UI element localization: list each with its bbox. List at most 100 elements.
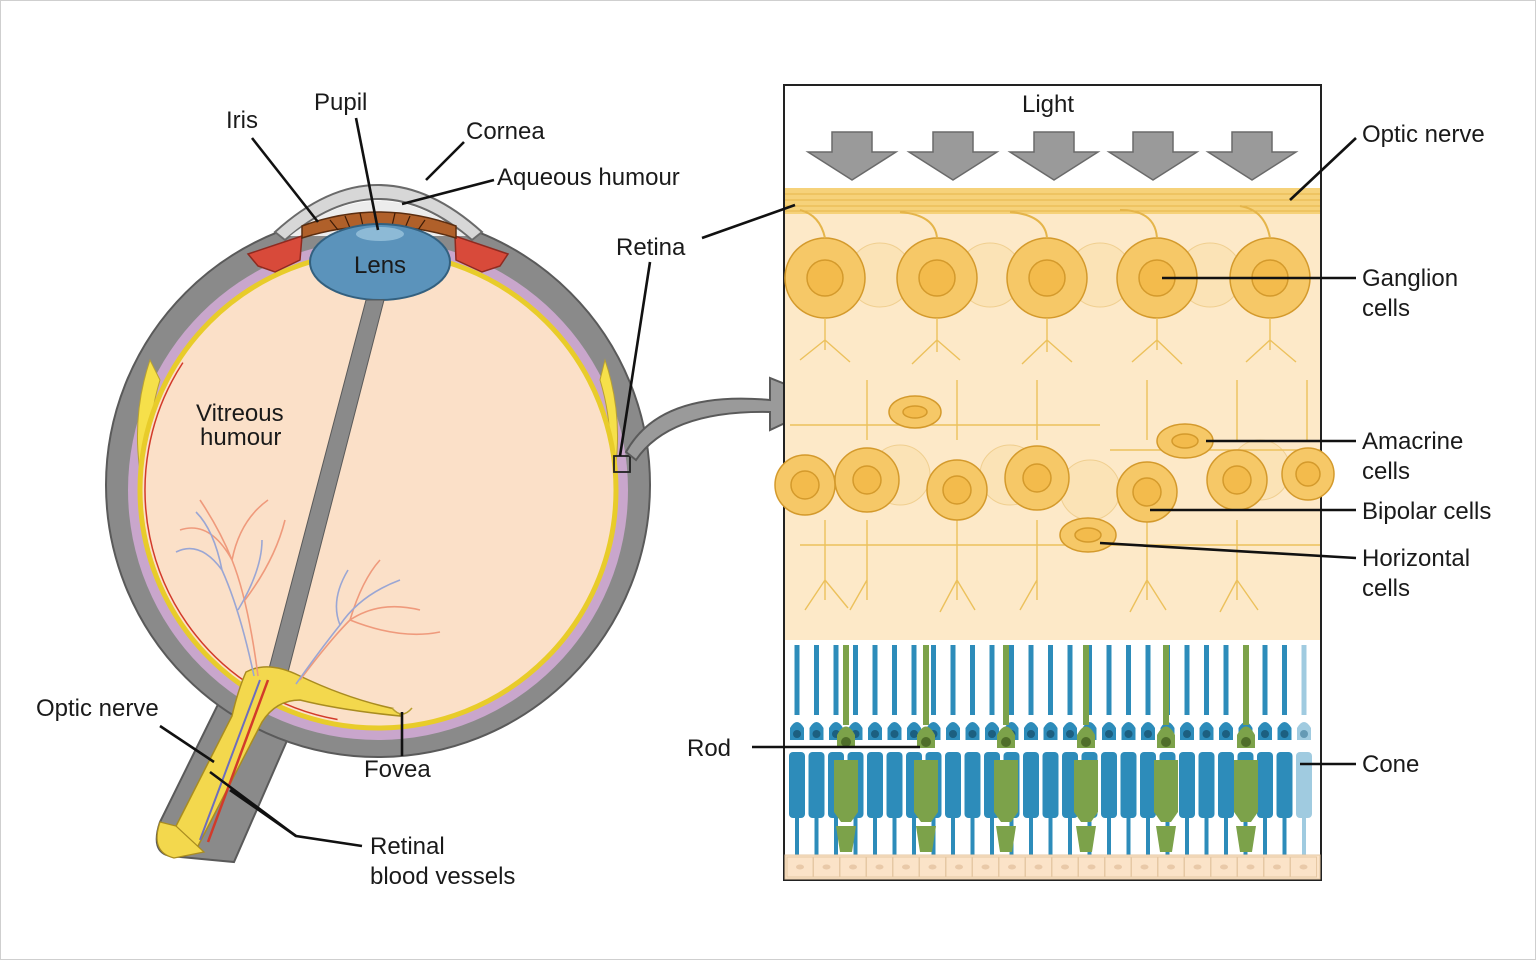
label-vitreous-1: Vitreous: [196, 400, 284, 427]
leader-horizontal: [1099, 541, 1357, 560]
pigment-cell: [1263, 856, 1291, 878]
retina-labels: Light Optic nerve Ganglion cells Amacrin…: [687, 91, 1491, 778]
rod-cell: [808, 645, 825, 856]
label-pupil: Pupil: [314, 89, 367, 116]
rod-cell: [1023, 645, 1039, 856]
cornea: [273, 184, 484, 242]
nerve-fibre-lines: [785, 193, 1320, 212]
rod-cell: [1042, 645, 1059, 856]
label-aqueous-humour: Aqueous humour: [497, 164, 680, 191]
rod-cell: [1257, 645, 1273, 856]
ciliary-body-right: [454, 234, 510, 273]
nerve-fibre-band: [785, 188, 1320, 214]
pigment-cell: [1051, 856, 1079, 878]
cone-cell: [834, 645, 858, 852]
label-light: Light: [1022, 91, 1074, 118]
label-rod: Rod: [687, 735, 731, 762]
leader-optic-nerve-eye: [159, 724, 215, 764]
pigment-cell: [1210, 856, 1238, 878]
vessel-blue-nerve: [199, 679, 261, 841]
pigment-cell: [1157, 856, 1185, 878]
pigment-cell: [813, 856, 840, 878]
label-vitreous-2: humour: [200, 424, 281, 451]
rod-cell: [1120, 645, 1137, 856]
pigment-cell: [1290, 856, 1317, 878]
label-horizontal-2: cells: [1362, 575, 1410, 602]
rod-cell: [1101, 645, 1117, 856]
label-cornea: Cornea: [466, 118, 545, 145]
leader-retinal-vessels-2: [229, 788, 297, 838]
leader-pupil: [354, 117, 380, 231]
pigment-cell: [1237, 856, 1264, 878]
label-retina: Retina: [616, 234, 686, 261]
ciliary-body-left: [246, 234, 303, 273]
cone-cell: [1234, 645, 1258, 852]
amacrine-cells: [888, 395, 1214, 459]
light-arrows: [805, 131, 1299, 181]
leader-iris: [250, 137, 320, 223]
pigment-cell: [892, 856, 920, 878]
label-bipolar: Bipolar cells: [1362, 498, 1491, 525]
cone-cell: [1074, 645, 1098, 852]
retinal-vessel-red: [144, 256, 612, 724]
vessel-red-nerve: [206, 679, 270, 843]
label-amacrine-1: Amacrine: [1362, 428, 1463, 455]
leader-retina-panel: [701, 203, 796, 240]
cone-cell: [994, 645, 1018, 852]
rod-cell: [886, 645, 903, 856]
cone-cells: [834, 645, 1258, 852]
vitreous-humour: [140, 252, 616, 728]
rod-cell: [789, 645, 805, 856]
retinal-vessels: [175, 499, 441, 685]
pigment-cell: [945, 856, 973, 878]
pigment-cell: [1131, 856, 1158, 878]
light-arrow-4: [1106, 131, 1200, 181]
retina-panel: [774, 84, 1335, 881]
label-cone: Cone: [1362, 751, 1419, 778]
rod-cell: [1276, 645, 1293, 856]
dendrite-network: [790, 318, 1320, 613]
ganglion-cells: [784, 237, 1311, 319]
optic-nerve-end: [156, 821, 206, 859]
pigment-cell: [866, 856, 893, 878]
ganglion-axons: [799, 205, 1271, 239]
pigment-cell: [839, 856, 867, 878]
rod-cell: [1179, 645, 1195, 856]
label-retinal-2: blood vessels: [370, 863, 515, 890]
rod-cell: [945, 645, 961, 856]
label-ganglion-1: Ganglion: [1362, 265, 1458, 292]
bipolar-cells: [774, 445, 1335, 523]
label-optic-nerve-eye: Optic nerve: [36, 695, 159, 722]
rod-cell: [1198, 645, 1215, 856]
leader-retina: [618, 261, 652, 457]
rod-cell: [1218, 645, 1234, 856]
horizontal-cell: [1059, 517, 1117, 553]
pigment-cell: [1104, 856, 1132, 878]
light-arrow-5: [1205, 131, 1299, 181]
rod-cell: [964, 645, 981, 856]
pigment-cells: [786, 856, 1317, 878]
lens-pupil-area: [356, 227, 404, 241]
label-optic-nerve-panel: Optic nerve: [1362, 121, 1485, 148]
pigment-cell: [786, 856, 814, 878]
eye-cross-section: [105, 184, 651, 864]
rod-cell: [1296, 645, 1312, 856]
retina-sample-box: [613, 455, 631, 473]
light-arrow-1: [805, 131, 899, 181]
label-lens: Lens: [354, 252, 406, 279]
cone-cell: [914, 645, 938, 852]
leader-aqueous: [401, 178, 495, 206]
pigment-cell: [1025, 856, 1052, 878]
label-horizontal-1: Horizontal: [1362, 545, 1470, 572]
pigment-cell: [1078, 856, 1105, 878]
pigment-cell: [1184, 856, 1211, 878]
leader-cornea: [425, 141, 465, 181]
cone-cell: [1154, 645, 1178, 852]
eye-labels: Iris Pupil Cornea Aqueous humour Lens Re…: [36, 89, 686, 890]
leader-lines: [159, 117, 1357, 848]
rod-cell: [867, 645, 883, 856]
light-arrow-2: [906, 131, 1000, 181]
label-iris: Iris: [226, 107, 258, 134]
pigment-cell: [919, 856, 946, 878]
